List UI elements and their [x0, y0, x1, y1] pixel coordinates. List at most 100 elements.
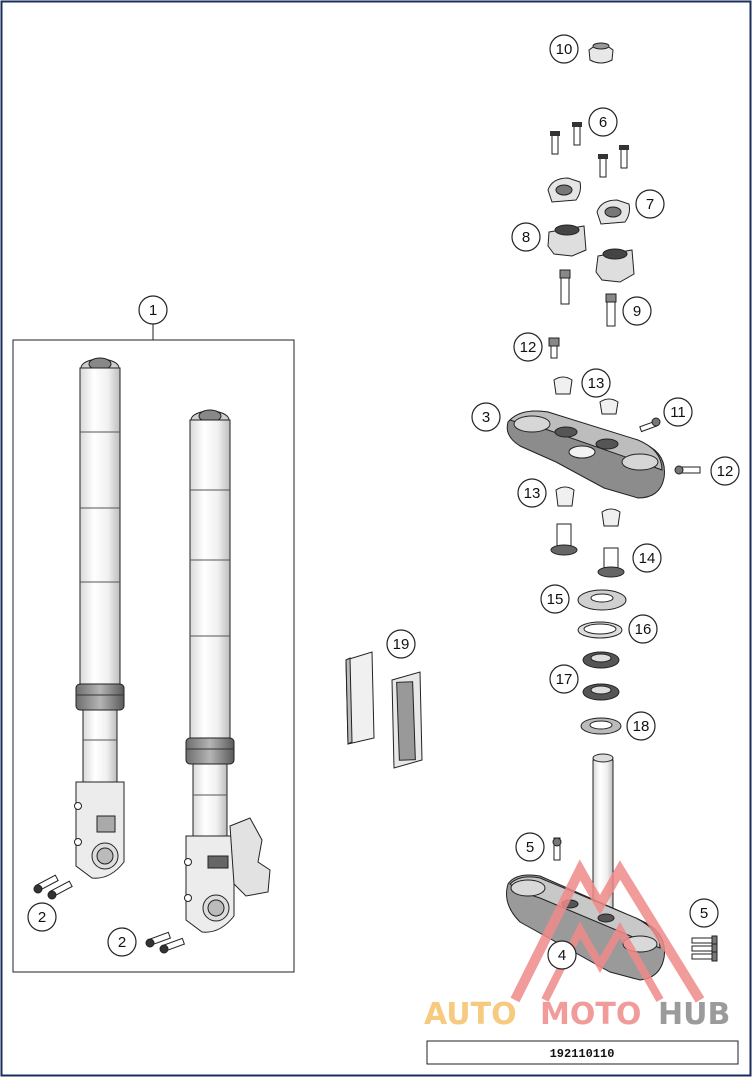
callout-label: 19 — [393, 636, 410, 653]
callout-c17: 17 — [549, 664, 579, 694]
callout-circle — [628, 614, 658, 644]
callout-circle — [511, 222, 541, 252]
fork-guards-19 — [345, 651, 423, 769]
callout-label: 12 — [717, 463, 734, 480]
callout-label: 11 — [670, 404, 686, 421]
callout-label: 10 — [556, 41, 573, 58]
callout-circle — [547, 940, 577, 970]
callout-label: 1 — [149, 302, 157, 319]
callout-circle — [622, 296, 652, 326]
callout-circle — [517, 478, 547, 508]
callout-label: 14 — [639, 550, 656, 567]
bolts-5-right — [691, 935, 718, 962]
callout-label: 3 — [482, 409, 490, 426]
callout-c12a: 12 — [513, 332, 543, 362]
callout-circle — [710, 456, 740, 486]
risers-8 — [547, 224, 635, 283]
watermark-word-hub: HUB — [658, 997, 730, 1032]
bolts-9 — [559, 269, 617, 327]
callout-c8: 8 — [511, 222, 541, 252]
callout-circle — [549, 34, 579, 64]
dust-seal-15 — [577, 589, 627, 611]
fork-leg-left — [74, 357, 125, 879]
callout-circle — [107, 927, 137, 957]
callout-circle — [632, 543, 662, 573]
callout-c15: 15 — [540, 584, 570, 614]
callout-label: 13 — [588, 375, 605, 392]
callout-circle — [549, 664, 579, 694]
callout-c19: 19 — [386, 629, 416, 659]
callout-label: 7 — [646, 196, 654, 213]
seal-18 — [580, 717, 622, 735]
callout-circle — [386, 629, 416, 659]
callout-c5a: 5 — [515, 832, 545, 862]
callout-label: 8 — [522, 229, 530, 246]
callout-c2b: 2 — [107, 927, 137, 957]
callout-c13a: 13 — [581, 368, 611, 398]
screw-12-top — [548, 337, 560, 359]
callout-c14: 14 — [632, 543, 662, 573]
callout-c16: 16 — [628, 614, 658, 644]
callout-c4: 4 — [547, 940, 577, 970]
callout-c13b: 13 — [517, 478, 547, 508]
bolts-2-right — [145, 931, 186, 954]
callout-label: 17 — [556, 671, 573, 688]
watermark-word-moto: MOTO — [540, 997, 641, 1032]
callout-c18: 18 — [626, 711, 656, 741]
callout-c6: 6 — [588, 107, 618, 137]
callout-circle — [635, 189, 665, 219]
bolts-5-top — [552, 837, 562, 861]
callout-label: 4 — [558, 947, 566, 964]
callout-label: 5 — [700, 905, 708, 922]
screws-6 — [550, 122, 629, 178]
screw-11 — [639, 417, 661, 433]
callout-c11: 11 — [663, 397, 693, 427]
callout-circle — [581, 368, 611, 398]
bushings-13-top — [553, 376, 619, 415]
callout-circle — [626, 711, 656, 741]
callout-circle — [588, 107, 618, 137]
callout-circle — [513, 332, 543, 362]
callout-label: 15 — [547, 591, 564, 608]
callout-circle — [540, 584, 570, 614]
callout-label: 6 — [599, 114, 607, 131]
callout-c12b: 12 — [710, 456, 740, 486]
callout-label: 9 — [633, 303, 641, 320]
callout-label: 5 — [526, 839, 534, 856]
drawing-code: 192110110 — [550, 1047, 615, 1061]
callout-c2a: 2 — [27, 902, 57, 932]
callout-label: 2 — [118, 934, 126, 951]
callout-circle — [471, 402, 501, 432]
rubber-mounts-14 — [550, 523, 625, 578]
callout-circle — [515, 832, 545, 862]
upper-triple-clamp-3 — [506, 410, 665, 499]
drawing-code-box — [426, 1040, 739, 1065]
screw-12-right — [674, 465, 701, 475]
callout-circle — [27, 902, 57, 932]
callout-label: 18 — [633, 718, 650, 735]
callout-label: 16 — [635, 621, 652, 638]
callout-circle — [689, 898, 719, 928]
ring-16 — [577, 621, 623, 639]
callout-circle — [663, 397, 693, 427]
callout-c7: 7 — [635, 189, 665, 219]
watermark-word-auto: AUTO — [424, 997, 517, 1032]
fork-leg-right — [184, 409, 271, 933]
bushings-13-bottom — [555, 486, 621, 527]
bolts-2-left — [33, 874, 73, 900]
clamps-7 — [547, 177, 630, 225]
callout-circle — [138, 295, 168, 325]
callout-c10: 10 — [549, 34, 579, 64]
callout-c3: 3 — [471, 402, 501, 432]
cap-10 — [588, 42, 614, 64]
callout-c9: 9 — [622, 296, 652, 326]
bearings-17 — [582, 651, 620, 701]
callout-c1: 1 — [138, 295, 168, 325]
callout-label: 12 — [520, 339, 537, 356]
callout-label: 13 — [524, 485, 541, 502]
callout-label: 2 — [38, 909, 46, 926]
